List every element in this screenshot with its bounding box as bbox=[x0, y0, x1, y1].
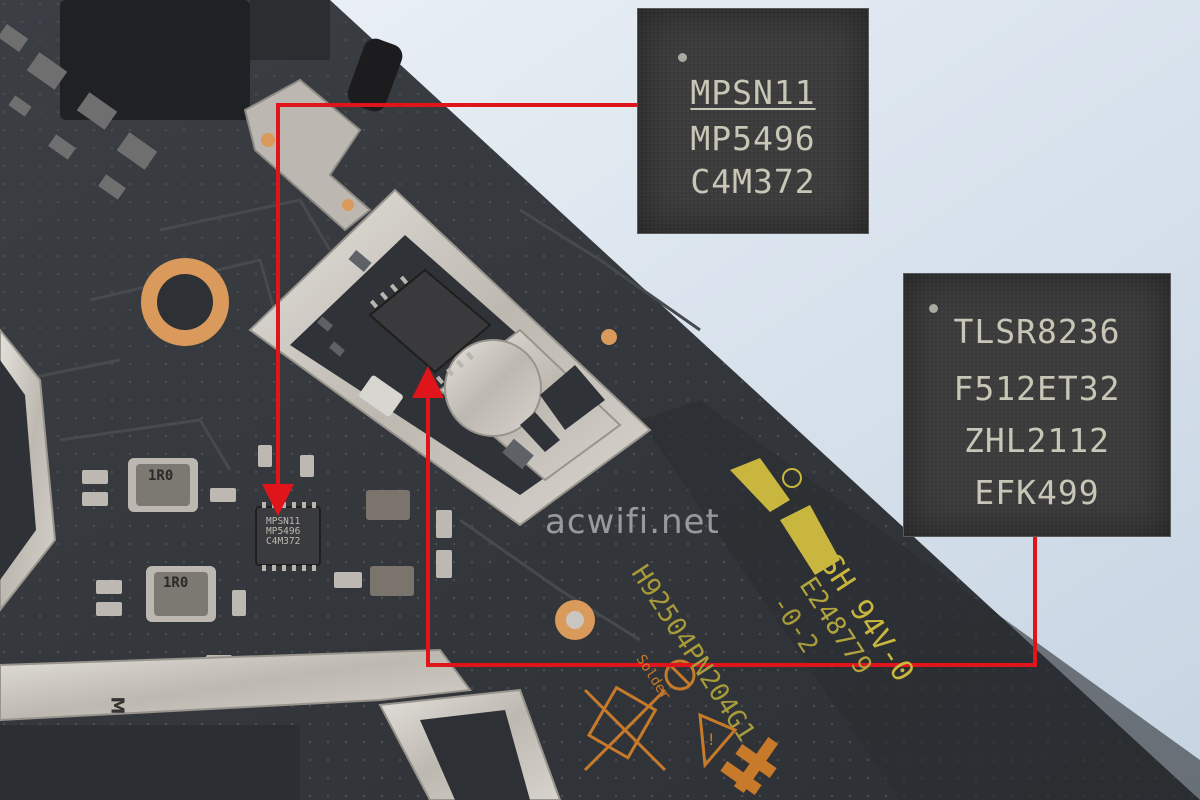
callout-lines bbox=[262, 103, 1037, 667]
inset-tlsr8236-closeup: TLSR8236 F512ET32 ZHL2112 EFK499 bbox=[903, 273, 1171, 537]
top-connector-side bbox=[250, 0, 330, 60]
svg-text:!: ! bbox=[708, 730, 714, 749]
tlsr-chip bbox=[368, 268, 492, 385]
antenna-pad-2 bbox=[342, 199, 354, 211]
antenna-pad bbox=[261, 133, 275, 147]
inductor-2-label: 1R0 bbox=[163, 575, 189, 591]
inductor-1-label: 1R0 bbox=[148, 468, 174, 484]
ufl-center bbox=[566, 611, 584, 629]
bottom-board-area bbox=[0, 725, 300, 800]
small-chip-line-3: C4M372 bbox=[266, 536, 301, 547]
warning-triangle-icon: ! bbox=[698, 712, 738, 769]
inset-tl-line-3: ZHL2112 bbox=[963, 421, 1111, 460]
inductor-1-top bbox=[136, 464, 190, 506]
red-arrow-icon bbox=[268, 378, 438, 505]
lead-free-icon bbox=[664, 659, 696, 691]
copper-pad bbox=[601, 329, 617, 345]
antenna-post bbox=[347, 38, 403, 112]
inductor-2-top bbox=[154, 572, 208, 616]
ul-mark-icon bbox=[730, 458, 840, 575]
mi-logo-icon bbox=[720, 736, 779, 795]
callout-line-tlsr8236 bbox=[412, 366, 1037, 667]
inset-mp-line-3: C4M372 bbox=[690, 162, 816, 201]
small-chip-line-2: MP5496 bbox=[266, 526, 301, 537]
pin1-dot bbox=[678, 53, 687, 62]
small-chip-line-1: MPSN11 bbox=[266, 516, 301, 527]
ceramic-capacitors bbox=[366, 490, 414, 596]
shield-corner-mark: M bbox=[106, 696, 128, 715]
shield-small-components bbox=[317, 249, 534, 470]
shield-window bbox=[540, 365, 605, 430]
watermark: acwifi.net bbox=[545, 502, 720, 542]
bottom-shield-cavity bbox=[420, 710, 530, 800]
small-chip-marking: MPSN11 MP5496 C4M372 bbox=[266, 517, 300, 547]
inset-tl-line-4: EFK499 bbox=[974, 473, 1100, 512]
crystal-oscillator bbox=[359, 375, 403, 417]
bottom-shield-frame bbox=[0, 648, 472, 722]
inset-texture bbox=[904, 274, 1170, 536]
pin1-dot bbox=[929, 304, 938, 313]
top-connector bbox=[60, 0, 250, 120]
smd-components-top-left bbox=[0, 23, 158, 200]
left-shield-inner bbox=[0, 360, 36, 580]
inset-mp-line-2: MP5496 bbox=[690, 119, 816, 158]
callout-line-mp5496 bbox=[262, 103, 637, 516]
inset-texture bbox=[638, 9, 868, 233]
inset-mp5496-closeup: MPSN11 MP5496 C4M372 bbox=[637, 8, 869, 234]
mounting-hole bbox=[157, 274, 213, 330]
inset-tl-line-1: TLSR8236 bbox=[953, 312, 1121, 351]
inset-tl-line-2: F512ET32 bbox=[953, 369, 1121, 408]
shield-round-tab bbox=[444, 339, 542, 437]
shield-window-2 bbox=[520, 412, 560, 452]
weee-bin-icon bbox=[583, 685, 667, 772]
inset-mp-line-1: MPSN11 bbox=[690, 73, 816, 112]
